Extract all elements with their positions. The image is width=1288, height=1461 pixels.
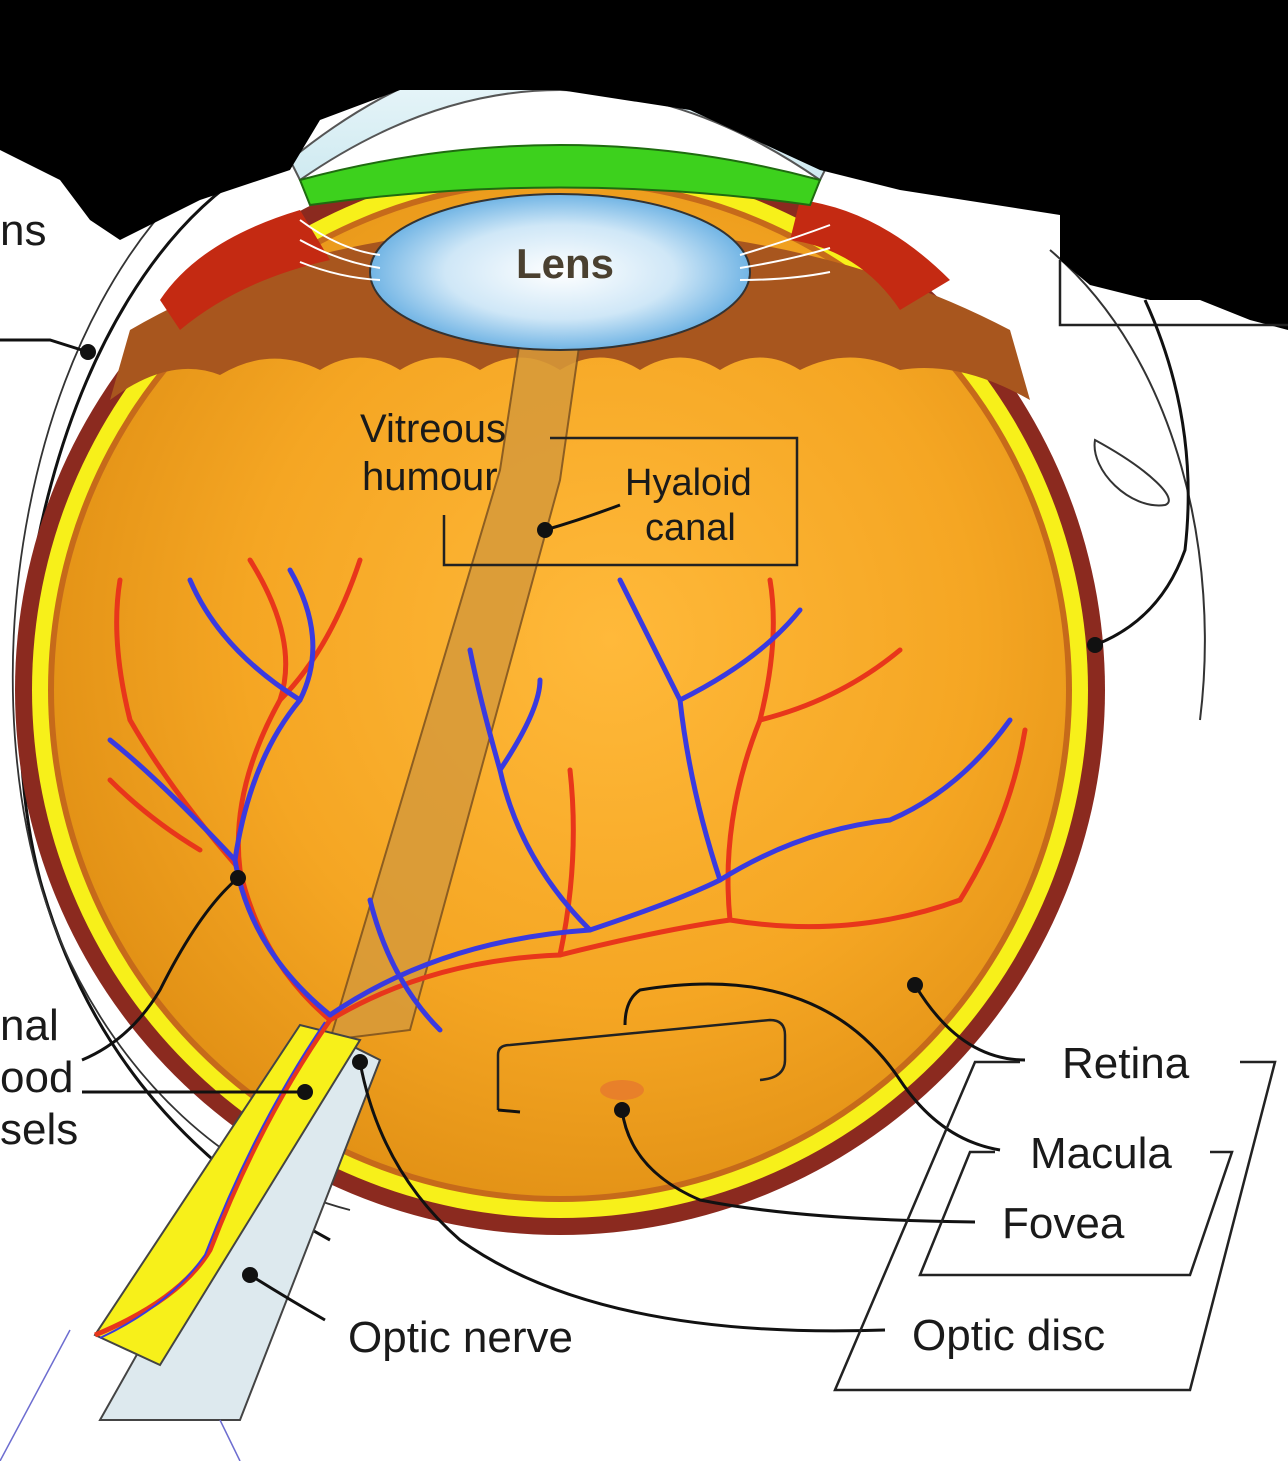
partial-label-ood: ood bbox=[0, 1053, 73, 1102]
optic-disc-label: Optic disc bbox=[912, 1311, 1105, 1360]
partial-label-ns: ns bbox=[0, 206, 46, 255]
vitreous-label-line2: humour bbox=[362, 455, 498, 499]
partial-label-sels: sels bbox=[0, 1105, 78, 1154]
optic-nerve-label: Optic nerve bbox=[348, 1313, 573, 1362]
retina-label: Retina bbox=[1062, 1039, 1190, 1088]
hyaloid-label-line2: canal bbox=[645, 507, 736, 549]
fovea-pit bbox=[600, 1080, 644, 1100]
hyaloid-label-line1: Hyaloid bbox=[625, 462, 752, 504]
partial-label-nal: nal bbox=[0, 1001, 59, 1050]
vitreous-label-line1: Vitreous bbox=[360, 407, 506, 451]
fovea-label: Fovea bbox=[1002, 1199, 1125, 1248]
macula-label: Macula bbox=[1030, 1129, 1172, 1178]
lens-label: Lens bbox=[516, 240, 614, 287]
